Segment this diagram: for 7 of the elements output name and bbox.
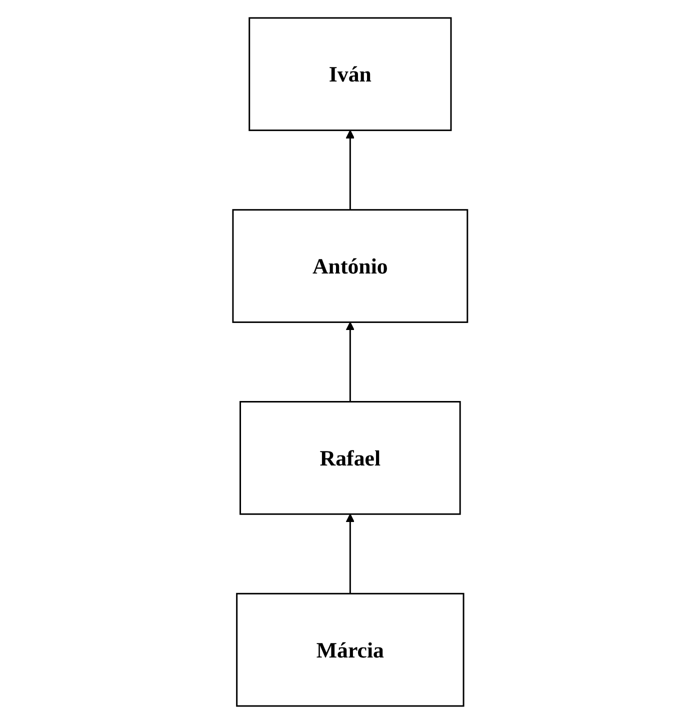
node-box: Márcia <box>236 592 464 707</box>
arrow <box>346 514 354 594</box>
arrow <box>346 130 354 210</box>
node-box: Iván <box>248 17 452 132</box>
arrow <box>346 322 354 402</box>
node-box: António <box>232 209 468 323</box>
node-box: Rafael <box>239 401 461 515</box>
